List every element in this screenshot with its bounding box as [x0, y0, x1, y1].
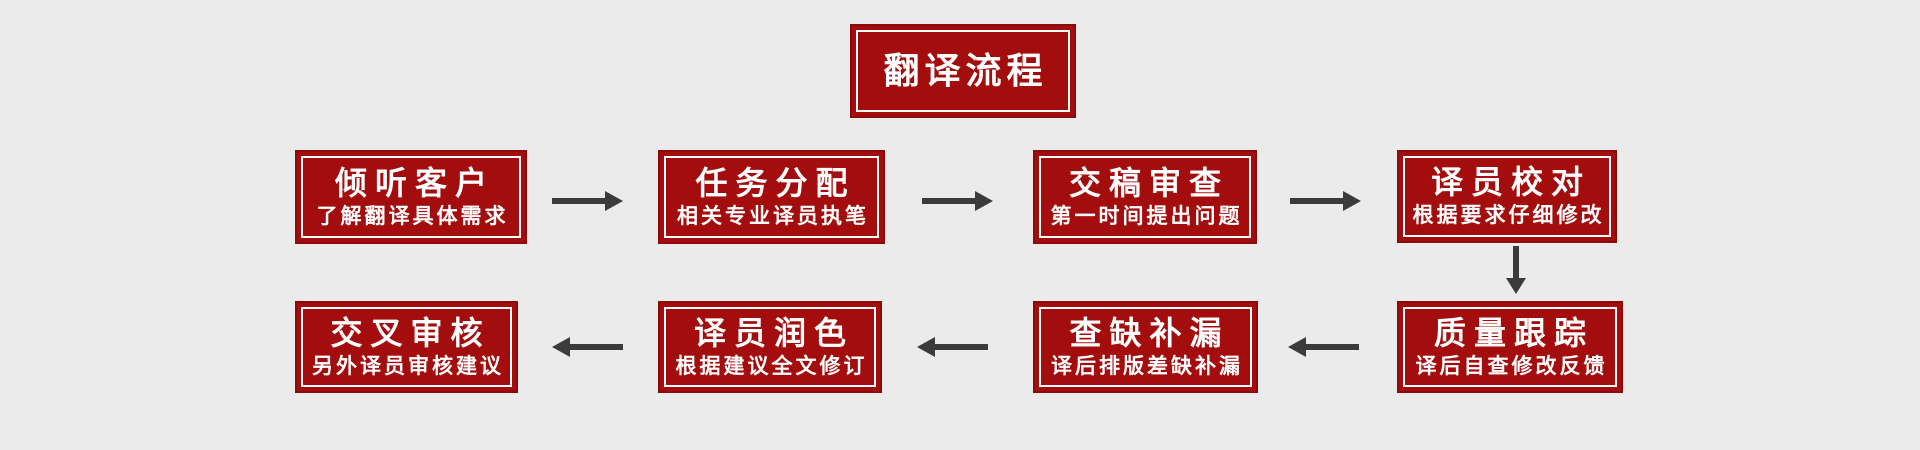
step-translator-polishing: 译员润色 根据建议全文修订 — [658, 301, 882, 393]
step-subtitle: 相关专业译员执笔 — [677, 204, 869, 228]
arrow-right-icon — [552, 198, 606, 204]
step-title: 查缺补漏 — [1069, 314, 1230, 351]
flowchart-title-box: 翻译流程 — [850, 24, 1076, 118]
step-title: 任务分配 — [695, 164, 856, 201]
step-subtitle: 根据要求仔细修改 — [1412, 204, 1605, 228]
step-gap-check: 查缺补漏 译后排版差缺补漏 — [1033, 301, 1258, 393]
arrow-left-icon — [1305, 344, 1359, 350]
step-title: 交稿审查 — [1068, 164, 1229, 201]
flowchart-title-label: 翻译流程 — [883, 49, 1048, 91]
arrow-left-icon — [934, 344, 988, 350]
step-cross-review: 交叉审核 另外译员审核建议 — [295, 301, 518, 393]
step-title: 交叉审核 — [330, 314, 491, 351]
step-subtitle: 了解翻译具体需求 — [316, 204, 509, 228]
step-title: 译员校对 — [1430, 164, 1591, 201]
arrow-right-icon — [922, 198, 976, 204]
step-subtitle: 第一时间提出问题 — [1050, 204, 1243, 228]
step-listen-to-customer: 倾听客户 了解翻译具体需求 — [295, 150, 527, 244]
step-translator-proofreading: 译员校对 根据要求仔细修改 — [1397, 150, 1617, 243]
arrow-down-icon — [1513, 246, 1519, 279]
step-title: 质量跟踪 — [1433, 314, 1594, 351]
step-subtitle: 根据建议全文修订 — [675, 354, 868, 378]
step-draft-review: 交稿审查 第一时间提出问题 — [1033, 150, 1257, 244]
arrow-right-icon — [1290, 198, 1344, 204]
flowchart-title-inner: 翻译流程 — [856, 30, 1070, 112]
step-subtitle: 译后自查修改反馈 — [1415, 354, 1608, 378]
step-subtitle: 译后排版差缺补漏 — [1051, 354, 1243, 378]
arrow-left-icon — [569, 344, 623, 350]
step-title: 译员润色 — [693, 314, 854, 351]
step-task-assignment: 任务分配 相关专业译员执笔 — [658, 150, 885, 244]
step-quality-tracking: 质量跟踪 译后自查修改反馈 — [1397, 301, 1623, 393]
step-subtitle: 另外译员审核建议 — [312, 354, 504, 378]
step-title: 倾听客户 — [334, 164, 495, 201]
